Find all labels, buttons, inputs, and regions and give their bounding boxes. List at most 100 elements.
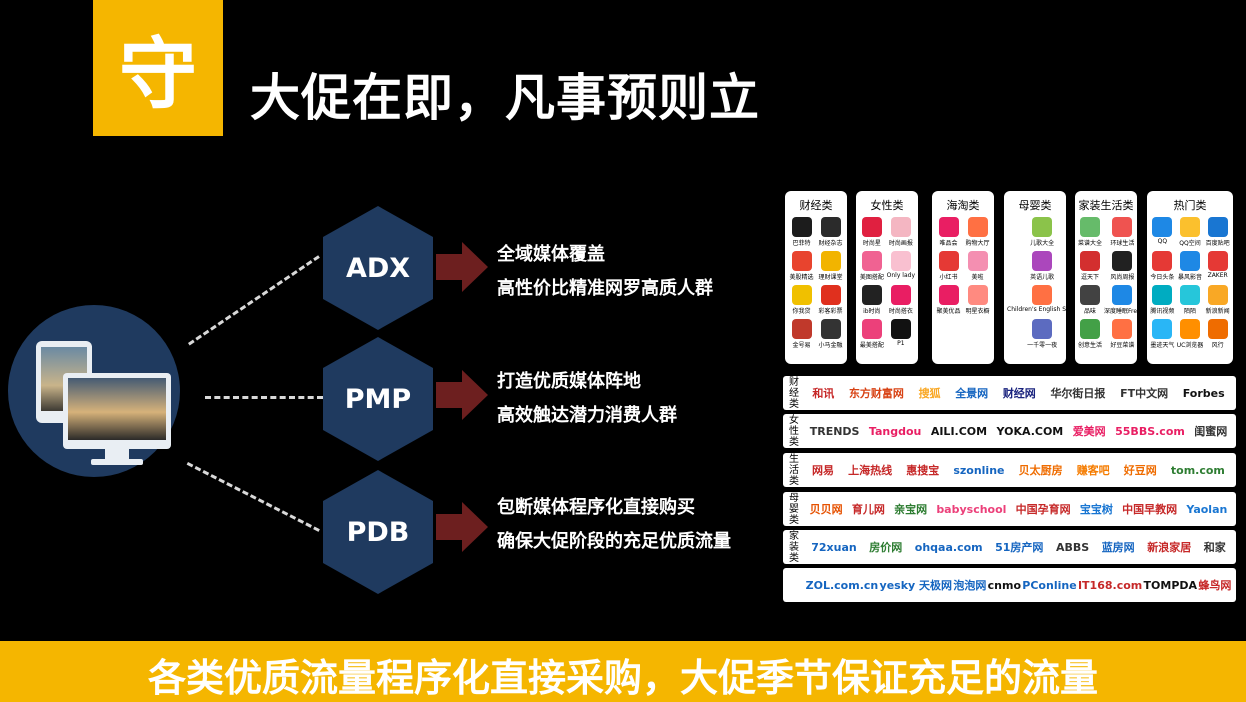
app-icon <box>1207 251 1228 271</box>
app-icon <box>1180 251 1200 271</box>
app-label: 最美搭配 <box>859 342 884 349</box>
app-icon <box>1180 217 1200 237</box>
media-logo: 72xuan <box>811 540 857 554</box>
media-logo: 网易 <box>812 464 835 477</box>
app-label: 明星衣橱 <box>965 308 990 315</box>
app-label: 一千零一夜 <box>1027 342 1058 349</box>
app-icon <box>1112 251 1133 271</box>
media-logo: 赚客吧 <box>1076 464 1110 477</box>
band-label: 财经类 <box>789 376 799 410</box>
media-logo: babyschool <box>936 502 1007 516</box>
media-logo: Yaolan <box>1186 502 1228 516</box>
app-icon <box>1180 285 1200 305</box>
app-item: UC浏览器 <box>1177 319 1203 349</box>
app-label: 美股精选 <box>789 274 814 281</box>
app-label: 时尚星 <box>862 240 881 247</box>
app-item: 明星衣橱 <box>964 285 991 315</box>
app-icon <box>791 251 812 271</box>
media-logo: ABBS <box>1055 540 1090 554</box>
app-label: 美啦 <box>971 274 984 281</box>
app-icon <box>791 319 812 339</box>
band-label: 家装类 <box>789 530 799 564</box>
app-item: QQ空间 <box>1177 217 1204 247</box>
app-item: 理财课堂 <box>817 251 844 281</box>
app-item: QQ <box>1150 217 1175 247</box>
app-icon <box>1207 285 1228 305</box>
desc-line: 全域媒体覆盖 <box>497 244 605 265</box>
app-icon <box>967 217 988 237</box>
app-icon <box>1152 319 1173 339</box>
app-item: 金号易 <box>788 319 815 349</box>
app-icon <box>1207 319 1228 339</box>
app-label: P1 <box>897 340 905 347</box>
band-label <box>786 568 802 602</box>
media-logo: cnmo <box>987 578 1021 592</box>
app-category-card: 家装生活类菜谱大全环球生活逗天下风尚周报品味深度睡眠Free创意生活好豆菜谱 <box>1075 191 1137 364</box>
category-title: 母婴类 <box>1018 199 1052 212</box>
app-label: 唯品会 <box>939 240 958 247</box>
badge-text: 守 <box>118 30 197 120</box>
media-logo: 宝宝树 <box>1079 503 1113 516</box>
app-label: 风行 <box>1211 342 1224 349</box>
media-logo: 育儿网 <box>851 503 885 516</box>
media-logo: 和讯 <box>812 387 835 400</box>
channel-hex-pdb: PDB <box>323 470 433 594</box>
app-item: 创意生活 <box>1078 319 1102 349</box>
app-label: 陌陌 <box>1183 308 1196 315</box>
app-icon <box>1112 217 1133 237</box>
app-icon <box>967 251 988 271</box>
desc-line: 高性价比精准网罗高质人群 <box>497 278 713 299</box>
app-item: 今日头条 <box>1150 251 1175 281</box>
app-label: 理财课堂 <box>818 274 843 281</box>
app-category-card: 海淘类唯品会购物大厅小红书美啦聚美优品明星衣橱 <box>932 191 994 364</box>
category-title: 热门类 <box>1173 199 1207 212</box>
app-label: 时尚画报 <box>888 240 913 247</box>
category-title: 财经类 <box>799 199 833 212</box>
app-label: 巴菲特 <box>792 240 811 247</box>
app-item: 逗天下 <box>1078 251 1102 281</box>
app-item: 品味 <box>1078 285 1102 315</box>
app-icon <box>1207 217 1228 237</box>
app-label: QQ空间 <box>1179 240 1201 247</box>
app-icon <box>861 285 882 305</box>
media-logo: 和家 <box>1203 541 1226 554</box>
app-item: 彩客彩票 <box>817 285 844 315</box>
app-item: Only lady <box>887 251 915 281</box>
category-title: 女性类 <box>870 199 904 212</box>
app-item: 百度贴吧 <box>1205 217 1230 247</box>
app-item: 菜谱大全 <box>1078 217 1102 247</box>
media-logo: 搜狐 <box>918 387 941 400</box>
app-item: 暴风影音 <box>1177 251 1204 281</box>
media-logo: Tangdou <box>868 424 922 438</box>
app-icon <box>1080 319 1100 339</box>
app-icon <box>1080 217 1100 237</box>
media-logo: 好豆网 <box>1123 464 1157 477</box>
media-logo: 新浪家居 <box>1147 541 1192 554</box>
app-label: 财经杂志 <box>818 240 843 247</box>
arrow-right-icon <box>436 502 488 552</box>
channel-label: PMP <box>344 383 412 415</box>
desc-line: 高效触达潜力消费人群 <box>497 405 677 426</box>
app-icon <box>820 319 841 339</box>
app-label: 美图搭配 <box>859 274 884 281</box>
app-item: 最美搭配 <box>859 319 885 349</box>
media-logo: 贝贝网 <box>809 503 843 516</box>
channel-hex-adx: ADX <box>323 206 433 330</box>
app-label: 彩客彩票 <box>818 308 843 315</box>
app-icon <box>1032 319 1053 339</box>
media-logo: 财经网 <box>1002 387 1036 400</box>
app-label: ZAKER <box>1207 272 1228 279</box>
app-label: 时尚搭衣 <box>888 308 913 315</box>
media-logo: YOKA.COM <box>996 424 1064 438</box>
app-item: ib时尚 <box>859 285 885 315</box>
band-label: 生活类 <box>789 453 799 487</box>
page-title: 大促在即，凡事预则立 <box>250 69 760 127</box>
app-icon <box>791 217 812 237</box>
channel-desc-pmp: 打造优质媒体阵地 高效触达潜力消费人群 <box>497 365 677 433</box>
app-icon <box>820 285 841 305</box>
app-icon <box>967 285 988 305</box>
app-icon <box>890 251 911 271</box>
